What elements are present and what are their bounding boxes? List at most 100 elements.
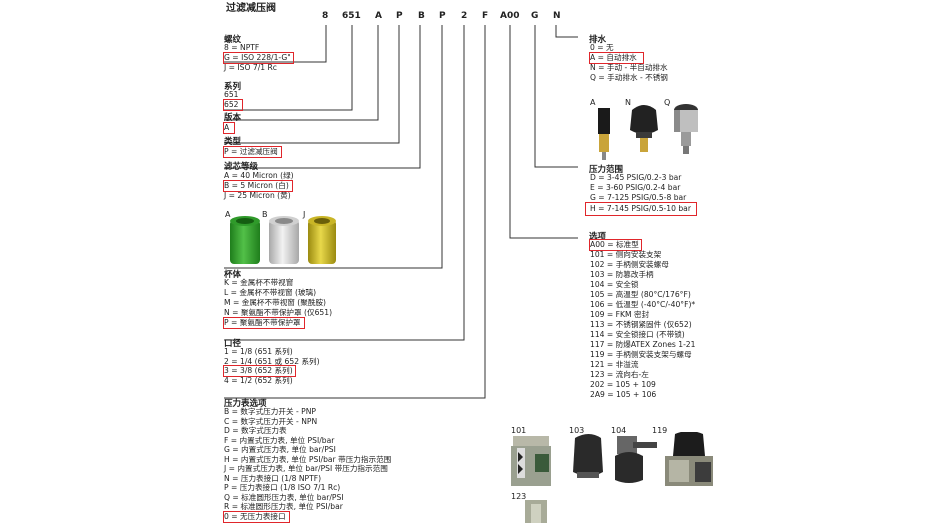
pressure-item: G = 7-125 PSIG/0.5-8 bar: [590, 193, 687, 202]
options-item: 119 = 手柄侧安装支架与螺母: [590, 350, 692, 359]
code-bowl: P: [439, 11, 446, 21]
gauge-item: G = 内置式压力表, 单位 bar/PSI: [224, 445, 336, 454]
accessory-103-image: [573, 434, 603, 478]
options-item: 106 = 低温型 (-40°C/-40°F)*: [590, 300, 696, 309]
accessory-label: 103: [569, 426, 585, 435]
options-item: 105 = 高温型 (80°C/176°F): [590, 290, 691, 299]
bowl-item: L = 金属杯不带视窗 (玻璃): [224, 288, 317, 297]
code-gauge: F: [482, 11, 489, 21]
thread-heading: 螺纹: [224, 35, 242, 45]
accessory-101-image: [511, 436, 551, 486]
version-heading: 版本: [224, 113, 242, 123]
gauge-item: N = 压力表接口 (1/8 NPTF): [224, 473, 322, 483]
options-item: 114 = 安全锁接口 (不带锁): [590, 330, 685, 339]
gauge-item: R = 标准圆形压力表, 单位 PSI/bar: [224, 502, 343, 511]
options-item: 102 = 手柄侧安装螺母: [590, 260, 669, 269]
drain-image-label: N: [625, 98, 631, 107]
drain-image-label: A: [590, 98, 596, 107]
options-item-selected: A00 = 标准型: [589, 238, 642, 252]
bowl-item-selected: P = 聚氨酯不带保护罩: [223, 316, 305, 330]
version-item-selected: A: [222, 121, 236, 135]
options-item: 202 = 105 + 109: [590, 380, 656, 389]
filter-image-label: B: [262, 210, 268, 219]
accessory-images: [511, 432, 713, 523]
drain-auto-image: [598, 108, 610, 160]
gauge-item: H = 内置式压力表, 单位 PSI/bar 带压力指示范围: [224, 454, 392, 464]
filter-element-yellow: [308, 216, 336, 264]
filter-image-label: J: [303, 210, 306, 219]
page-title: 过滤减压阀: [226, 3, 276, 14]
drain-stainless-image: [674, 104, 698, 154]
drain-item: Q = 手动排水 - 不锈钢: [590, 73, 668, 82]
options-item: 104 = 安全锁: [590, 280, 639, 289]
gauge-item: D = 数字式压力表: [224, 426, 287, 435]
filter-item: A = 40 Micron (绿): [224, 171, 294, 180]
thread-item: J = ISO 7/1 Rc: [224, 63, 277, 72]
pressure-item: E = 3-60 PSIG/0.2-4 bar: [590, 183, 681, 192]
accessory-label: 123: [511, 492, 527, 501]
options-item: 101 = 侧向安装支架: [590, 250, 662, 259]
pressure-item: D = 3-45 PSIG/0.2-3 bar: [590, 173, 682, 182]
bowl-item: K = 金属杯不带视窗: [224, 278, 294, 287]
port-heading: 口径: [224, 339, 242, 349]
filter-image-label: A: [225, 210, 231, 219]
port-item: 1 = 1/8 (651 系列): [224, 347, 293, 356]
options-item: 113 = 不锈钢紧固件 (仅652): [590, 320, 692, 329]
gauge-item: J = 内置式压力表, 单位 bar/PSI 带压力指示范围: [224, 464, 388, 473]
filter-elements-image: [230, 216, 336, 264]
drain-item-selected: A = 自动排水: [589, 51, 644, 65]
filter-element-white: [269, 216, 299, 264]
series-item: 651: [224, 90, 239, 99]
bowl-item: N = 聚氨酯不带保护罩 (仅651): [224, 308, 333, 317]
gauge-heading: 压力表选项: [224, 399, 267, 409]
options-item: 2A9 = 105 + 106: [590, 390, 657, 399]
series-heading: 系列: [224, 82, 242, 92]
series-item-selected: 652: [223, 98, 243, 112]
pressure-heading: 压力范围: [589, 165, 624, 175]
thread-item-selected: G = ISO 228/1-G": [223, 51, 294, 65]
code-series: 651: [342, 11, 361, 21]
code-type: P: [396, 11, 403, 21]
type-item-selected: P = 过滤减压阀: [223, 145, 282, 159]
filter-item: J = 25 Micron (黄): [224, 191, 291, 200]
accessory-label: 119: [652, 426, 668, 435]
drain-item: N = 手动 - 半自动排水: [590, 63, 668, 72]
gauge-item: P = 压力表接口 (1/8 ISO 7/1 Rc): [224, 483, 341, 492]
filter-element-green: [230, 216, 260, 264]
code-drain: N: [553, 11, 561, 21]
type-heading: 类型: [224, 137, 242, 147]
options-heading: 选项: [589, 232, 607, 242]
accessory-label: 104: [611, 426, 627, 435]
bowl-item: M = 金属杯不带视窗 (聚酰胺): [224, 298, 327, 307]
accessory-123-image: [525, 500, 547, 523]
options-item: 103 = 防篡改手柄: [590, 270, 654, 279]
drain-image-label: Q: [664, 98, 671, 107]
pressure-item-selected: H = 7-145 PSIG/0.5-10 bar: [585, 201, 697, 217]
drain-item: 0 = 无: [590, 43, 614, 52]
bowl-heading: 杯体: [224, 270, 242, 280]
code-options: A00: [500, 11, 520, 21]
options-item: 123 = 流向右-左: [590, 370, 649, 379]
code-thread: 8: [322, 11, 329, 21]
code-pressure: G: [531, 11, 539, 21]
filter-heading: 滤芯等级: [224, 162, 259, 172]
options-item: 117 = 防爆ATEX Zones 1-21: [590, 340, 696, 349]
port-item-selected: 3 = 3/8 (652 系列): [223, 364, 296, 378]
accessory-label: 101: [511, 426, 527, 435]
drain-heading: 排水: [589, 35, 607, 45]
thread-item: 8 = NPTF: [224, 43, 260, 52]
gauge-item: C = 数字式压力开关 - NPN: [224, 416, 318, 426]
filter-item-selected: B = 5 Micron (白): [223, 179, 293, 193]
gauge-item: Q = 标准圆形压力表, 单位 bar/PSI: [224, 492, 344, 502]
drain-manual-image: [630, 105, 658, 152]
code-filter: B: [418, 11, 425, 21]
accessory-119-image: [665, 432, 713, 486]
port-item: 2 = 1/4 (651 或 652 系列): [224, 357, 320, 366]
options-item: 109 = FKM 密封: [590, 310, 650, 319]
drain-options-image: [598, 104, 698, 160]
gauge-item: F = 内置式压力表, 单位 PSI/bar: [224, 435, 335, 445]
gauge-item: B = 数字式压力开关 - PNP: [224, 407, 316, 416]
gauge-item-selected: 0 = 无压力表接口: [223, 510, 290, 523]
code-port: 2: [461, 11, 468, 21]
